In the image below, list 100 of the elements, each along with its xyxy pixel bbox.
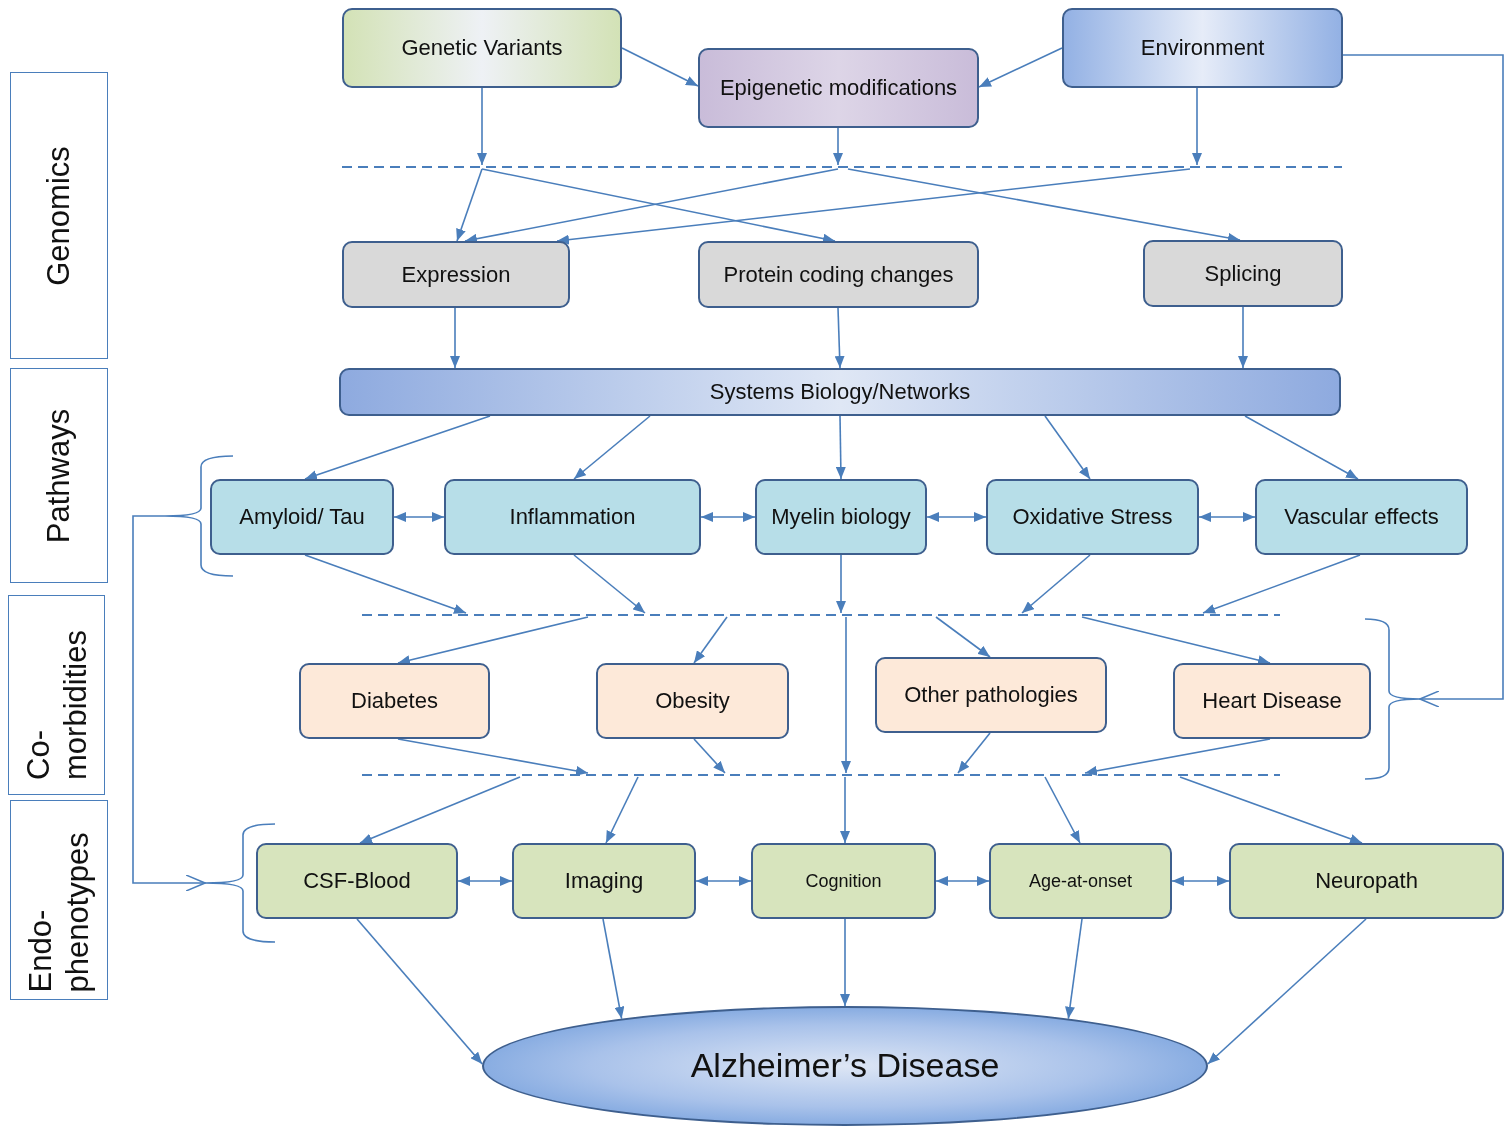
endophenotype-box [751, 843, 936, 919]
arrow [1021, 554, 1091, 614]
arrow [457, 876, 513, 886]
box-label: Amyloid/ Tau [238, 503, 366, 532]
arrow [621, 47, 699, 87]
arrow [1179, 776, 1363, 844]
arrow [841, 616, 851, 774]
pathway-box [986, 479, 1199, 555]
arrow [1171, 876, 1230, 886]
arrow [693, 616, 728, 664]
box-label: Environment [1139, 34, 1266, 63]
box-label: Inflammation [508, 503, 637, 532]
arrow [573, 415, 651, 480]
arrow [132, 515, 206, 892]
arrow [693, 738, 726, 774]
endophenotype-box [989, 843, 1172, 919]
arrow [393, 512, 445, 522]
section-label: Genomics [40, 145, 78, 286]
curly-bracket [1365, 618, 1420, 780]
arrow [847, 168, 1241, 243]
section-box [10, 800, 108, 1000]
arrow [1238, 306, 1248, 369]
curly-bracket [165, 455, 233, 577]
arrow [556, 168, 1191, 245]
section-label: Pathways [40, 408, 78, 543]
box-label: Oxidative Stress [1011, 503, 1174, 532]
box-label: Splicing [1203, 259, 1283, 288]
arrow [700, 512, 756, 522]
comorbidity-box [875, 657, 1107, 733]
pathway-box [210, 479, 394, 555]
box-label: CSF-Blood [302, 867, 412, 896]
arrow [304, 415, 491, 480]
process-box [698, 241, 979, 308]
dashed-line [362, 613, 1280, 617]
arrow [695, 876, 752, 886]
box-label: Epigenetic modifications [718, 74, 959, 103]
input-box [698, 48, 979, 128]
arrow [935, 616, 991, 658]
comorbidity-box [299, 663, 490, 739]
input-box [342, 8, 622, 88]
endophenotype-box [1229, 843, 1504, 919]
arrow [836, 554, 846, 614]
arrow [1044, 415, 1091, 480]
box-label: Obesity [654, 687, 731, 716]
arrow [356, 918, 483, 1065]
arrow [1084, 738, 1271, 776]
arrow [926, 512, 987, 522]
box-label: Vascular effects [1283, 503, 1440, 532]
arrow [1207, 918, 1367, 1065]
arrow [935, 876, 990, 886]
arrow [397, 616, 589, 666]
arrow [456, 168, 483, 242]
section-box [10, 368, 108, 583]
section-box [10, 72, 108, 359]
arrow [1198, 512, 1256, 522]
arrow [1342, 54, 1504, 708]
pathway-box [1255, 479, 1468, 555]
arrow [835, 415, 846, 480]
arrow [840, 776, 850, 844]
section-box [8, 595, 105, 795]
arrow [834, 307, 845, 369]
box-label: Myelin biology [770, 503, 912, 532]
arrow [957, 732, 991, 774]
arrow [605, 776, 639, 844]
arrow [1192, 87, 1202, 166]
box-label: Age-at-onset [1027, 869, 1134, 893]
box-label: Other pathologies [903, 681, 1079, 710]
input-box [1062, 8, 1343, 88]
arrow [304, 554, 467, 614]
arrow [450, 307, 460, 369]
pathway-box [444, 479, 701, 555]
box-label: Protein coding changes [722, 260, 955, 289]
box-label: Cognition [804, 869, 883, 893]
arrow [978, 47, 1063, 88]
process-box [342, 241, 570, 308]
arrow [477, 87, 487, 166]
disease-label: Alzheimer’s Disease [689, 1045, 1001, 1087]
arrow [833, 127, 843, 166]
box-label: Expression [400, 260, 512, 289]
comorbidity-box [1173, 663, 1371, 739]
arrow [1244, 415, 1359, 480]
section-label: Co- morbidities [19, 629, 94, 780]
arrow [573, 554, 646, 614]
process-box [1143, 240, 1343, 307]
arrow [1081, 616, 1271, 665]
box-label: Diabetes [350, 687, 439, 716]
arrow [840, 918, 850, 1007]
box-label: Systems Biology/Networks [708, 378, 972, 407]
dashed-line [362, 773, 1280, 777]
arrow [1202, 554, 1361, 614]
endophenotype-box [256, 843, 458, 919]
comorbidity-box [596, 663, 789, 739]
network-bar [339, 368, 1341, 416]
box-label: Heart Disease [1201, 687, 1343, 716]
dashed-line [342, 165, 1342, 169]
section-label: Endo- phenotypes [21, 831, 96, 993]
box-label: Imaging [563, 867, 645, 896]
arrow [602, 918, 625, 1020]
arrow [1044, 776, 1081, 844]
arrow [359, 776, 521, 844]
